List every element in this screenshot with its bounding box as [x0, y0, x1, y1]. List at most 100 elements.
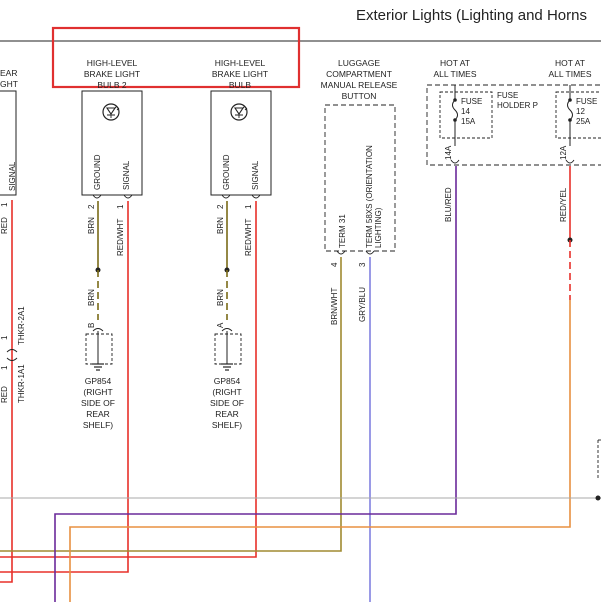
- fuse14-box: [439, 91, 493, 139]
- left-connector-bottom: THKR-1A1: [17, 364, 26, 403]
- bulb-pin-ground: GROUND: [222, 154, 231, 190]
- bulb-body: [210, 90, 272, 196]
- bulb-pin-ground-num: 2: [216, 204, 225, 209]
- bulb-component: HIGH-LEVEL BRAKE LIGHT BULB GROUND SIGNA…: [0, 58, 272, 558]
- bulb-name-3: BULB: [229, 80, 252, 90]
- luggage-pin-term31-num: 4: [330, 262, 339, 267]
- left-connector-pin-bottom: 1: [0, 365, 9, 370]
- fuse14-hot-1: HOT AT: [440, 58, 470, 68]
- left-wire-color: RED: [0, 217, 9, 234]
- fuse12-label: FUSE: [576, 97, 597, 106]
- bulb2-pin-ground: GROUND: [93, 154, 102, 190]
- bus-junction-dot: [595, 495, 601, 501]
- fuse12-wire-line: [69, 300, 571, 602]
- luggage-wire-term58: GRY/BLU: [358, 287, 367, 322]
- fuse12-pin: 12A: [559, 145, 568, 160]
- bulb2-wire-signal: RED/WHT: [116, 219, 125, 256]
- bulb-ground-desc-4: SHELF): [212, 420, 242, 430]
- bulb-ground-desc-3: REAR: [215, 409, 239, 419]
- bulb-name-1: HIGH-LEVEL: [215, 58, 266, 68]
- fuse14-num: 14: [461, 107, 470, 116]
- bulb-ground-icon: [221, 331, 233, 371]
- luggage-name-3: MANUAL RELEASE: [321, 80, 398, 90]
- page-title: Exterior Lights (Lighting and Horns: [356, 7, 587, 24]
- bulb-name-2: BRAKE LIGHT: [212, 69, 268, 79]
- bulb2-ground-pin: B: [87, 323, 96, 328]
- fuse12-box: [555, 91, 601, 139]
- luggage-name-1: LUGGAGE: [338, 58, 380, 68]
- bulb2-lamp-icon: [102, 103, 120, 121]
- bulb2-ground-desc-3: REAR: [86, 409, 110, 419]
- left-red-wire: [0, 200, 13, 583]
- bulb2-ground-desc-2: SIDE OF: [81, 398, 115, 408]
- fuse14-label: FUSE: [461, 97, 482, 106]
- fuse12-hot-2: ALL TIMES: [549, 69, 592, 79]
- luggage-pin-term31: TERM 31: [338, 214, 347, 248]
- bulb2-ground-connector: [85, 333, 113, 365]
- fuse14-pin: 14A: [444, 145, 453, 160]
- bulb2-wire-ground-lower: BRN: [87, 289, 96, 306]
- bulb-ground-pin: A: [216, 322, 225, 328]
- fuse14-hot-2: ALL TIMES: [434, 69, 477, 79]
- fuse14-fuse-icon: [452, 85, 458, 146]
- bulb-wire-signal: RED/WHT: [244, 219, 253, 256]
- luggage-pin-term58-2: LIGHTING): [374, 207, 383, 248]
- left-component-name-2: GHT: [0, 79, 18, 89]
- fuse14-wire-line: [54, 166, 457, 602]
- bulb2-ground-id: GP854: [85, 376, 112, 386]
- left-component-name-1: EAR: [0, 68, 17, 78]
- highlight-box: [51, 26, 301, 89]
- fuse14-holder-2: HOLDER P: [497, 101, 538, 110]
- fuse14-holder-1: FUSE: [497, 91, 518, 100]
- bulb-pin-signal: SIGNAL: [251, 160, 260, 190]
- bulb2-pin-signal: SIGNAL: [122, 160, 131, 190]
- luggage-pin-term58-1: TERM 58XS (ORIENTATION: [365, 145, 374, 248]
- fuse12-num: 12: [576, 107, 585, 116]
- luggage-pin-term58-num: 3: [358, 262, 367, 267]
- bulb2-name-2: BRAKE LIGHT: [84, 69, 140, 79]
- luggage-body: [324, 104, 396, 252]
- fuse12-amp: 25A: [576, 117, 591, 126]
- bulb2-name-1: HIGH-LEVEL: [87, 58, 138, 68]
- left-connector-top: THKR-2A1: [17, 306, 26, 345]
- bulb2-ground-desc-1: (RIGHT: [83, 387, 112, 397]
- left-pin-num: 1: [0, 202, 9, 207]
- bulb-pin-signal-num: 1: [244, 204, 253, 209]
- bulb-lamp-icon: [230, 103, 248, 121]
- left-pin-signal-label: SIGNAL: [8, 161, 17, 191]
- bulb-wire-ground-lower: BRN: [216, 289, 225, 306]
- bulb-ground-desc-1: (RIGHT: [212, 387, 241, 397]
- luggage-name-2: COMPARTMENT: [326, 69, 392, 79]
- fuse12-component: HOT AT ALL TIMES FUSE 12 25A 12A RED/YEL: [69, 58, 601, 602]
- luggage-term31-wire: [0, 257, 342, 552]
- left-connector-pin-top: 1: [0, 335, 9, 340]
- bulb2-ground-desc-4: SHELF): [83, 420, 113, 430]
- fuse14-amp: 15A: [461, 117, 476, 126]
- fuse12-hot-1: HOT AT: [555, 58, 585, 68]
- bulb-signal-wire: [0, 201, 257, 558]
- bulb2-signal-wire: [0, 201, 129, 573]
- left-component: EAR GHT SIGNAL 1 RED THKR-2A1 1 1 THKR-1…: [0, 68, 26, 583]
- bulb-wire-ground: BRN: [216, 217, 225, 234]
- bulb2-pin-ground-num: 2: [87, 204, 96, 209]
- left-wire-color-bottom: RED: [0, 386, 9, 403]
- bulb2-ground-icon: [92, 331, 104, 371]
- bulb2-wire-ground: BRN: [87, 217, 96, 234]
- fuse-holder-outline: [426, 84, 601, 166]
- fuse12-wire: RED/YEL: [559, 187, 568, 222]
- bulb-ground-connector: [214, 333, 242, 365]
- fuse14-component: HOT AT ALL TIMES FUSE 14 15A FUSE HOLDER…: [54, 58, 601, 602]
- bulb-ground-id: GP854: [214, 376, 241, 386]
- luggage-name-4: BUTTON: [342, 91, 377, 101]
- luggage-button-component: LUGGAGE COMPARTMENT MANUAL RELEASE BUTTO…: [0, 58, 398, 602]
- bulb-ground-desc-2: SIDE OF: [210, 398, 244, 408]
- left-component-body: [0, 90, 17, 196]
- left-connector-symbol: [6, 349, 18, 361]
- fuse14-wire: BLU/RED: [444, 187, 453, 222]
- fuse12-fuse-icon: [567, 85, 573, 146]
- bulb2-component: HIGH-LEVEL BRAKE LIGHT BULB 2 GROUND SIG…: [0, 58, 143, 573]
- bulb2-pin-signal-num: 1: [116, 204, 125, 209]
- luggage-wire-term31: BRN/WHT: [330, 288, 339, 325]
- bulb2-body: [81, 90, 143, 196]
